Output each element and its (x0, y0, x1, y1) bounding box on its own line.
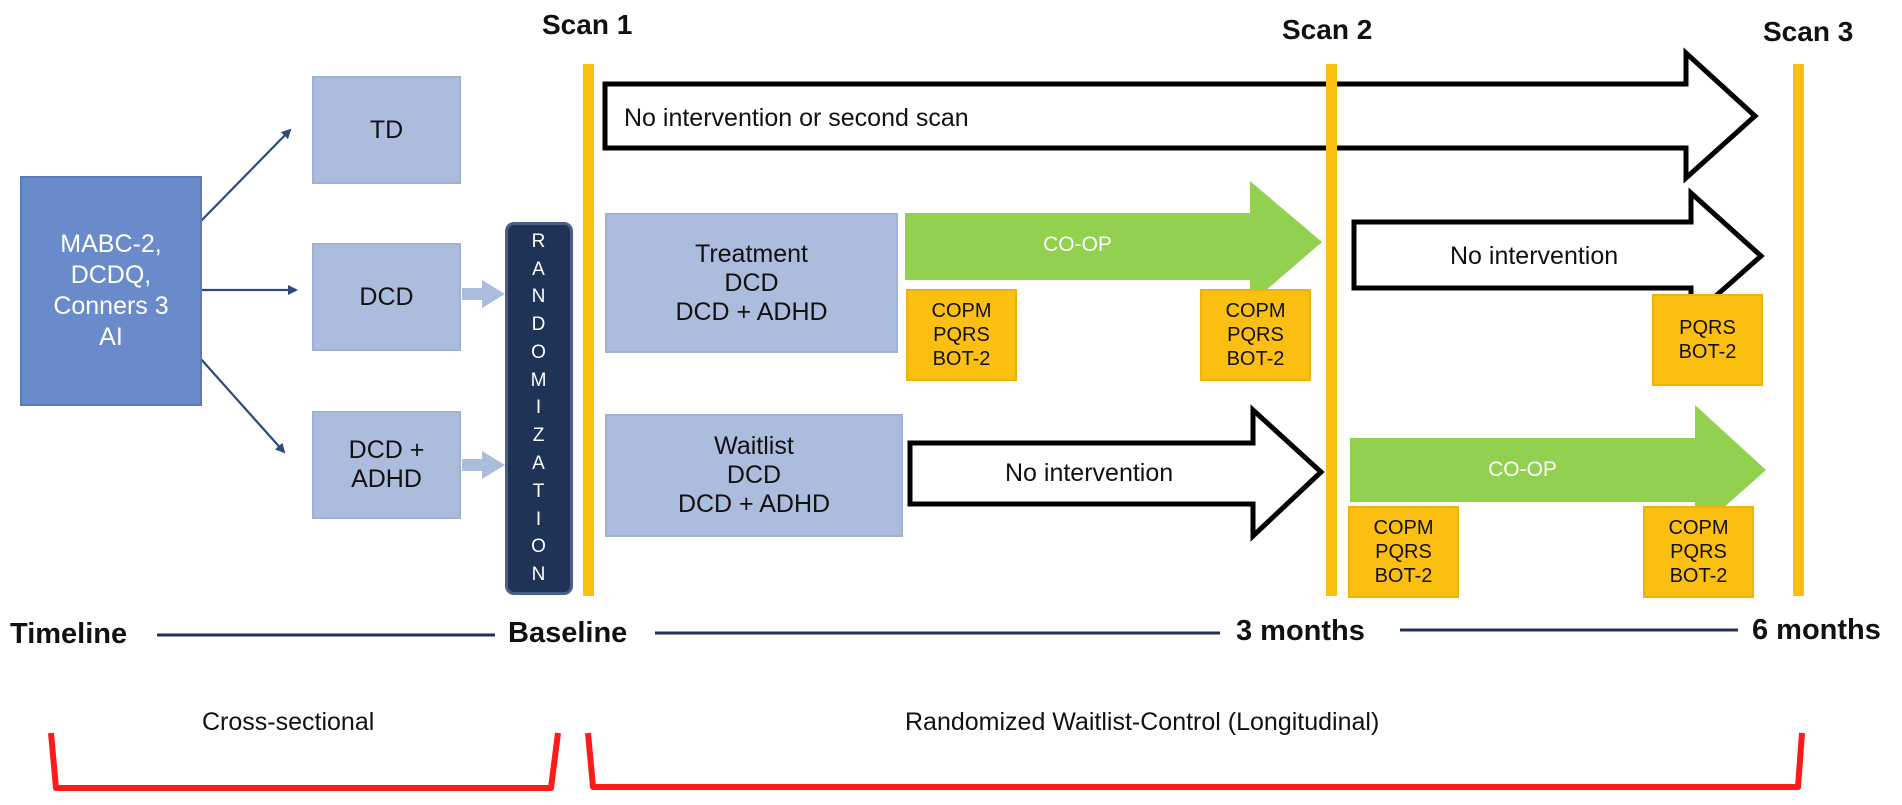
group-dcd-adhd: DCD + ADHD (312, 411, 461, 519)
scan-2-bar (1326, 64, 1337, 596)
timeline-baseline-label: Baseline (508, 617, 628, 649)
bracket-longitudinal (585, 732, 1805, 790)
scan-1-bar (583, 64, 594, 596)
phase-cross-sectional-label: Cross-sectional (202, 708, 375, 736)
randomization-letter: A (532, 258, 546, 280)
randomization-letter: O (531, 341, 547, 363)
arm-treatment-label: Treatment DCD DCD + ADHD (675, 239, 828, 326)
measure-waitlist-3months: COPM PQRS BOT-2 (1348, 506, 1459, 598)
treatment-coop-label: CO-OP (1043, 233, 1112, 256)
randomization-letter: R (531, 230, 547, 252)
measure-treatment-6months: PQRS BOT-2 (1652, 294, 1763, 386)
measure-waitlist-6months: COPM PQRS BOT-2 (1643, 506, 1754, 598)
group-td-label: TD (369, 115, 404, 144)
phase-longitudinal-label: Randomized Waitlist-Control (Longitudina… (905, 708, 1380, 736)
group-dcd-adhd-label: DCD + ADHD (348, 436, 425, 493)
waitlist-first-label: No intervention (1005, 458, 1174, 487)
timeline-label: Timeline (10, 618, 128, 650)
scan-3-label: Scan 3 (1763, 16, 1854, 47)
arm-waitlist: Waitlist DCD DCD + ADHD (605, 414, 903, 537)
measure-treatment-baseline: COPM PQRS BOT-2 (906, 289, 1017, 381)
waitlist-coop-label: CO-OP (1488, 458, 1557, 481)
randomization-letter: M (530, 369, 548, 391)
randomization-letter: T (532, 480, 546, 502)
treatment-followup-label: No intervention (1450, 241, 1619, 270)
assessment-box: MABC-2, DCDQ, Conners 3 AI (20, 176, 202, 406)
randomization-letter: D (531, 314, 547, 336)
scan-1-label: Scan 1 (542, 9, 633, 40)
assessment-label: MABC-2, DCDQ, Conners 3 AI (53, 230, 169, 351)
timeline-3months-label: 3 months (1236, 615, 1365, 647)
arrow-dcd-to-randomization (462, 280, 505, 308)
arrow-to-td (199, 128, 292, 223)
arrow-treatment-coop (905, 181, 1322, 304)
arrow-dcd-adhd-to-randomization (462, 451, 505, 479)
randomization-letter: N (531, 286, 547, 308)
arrow-treatment-no-intervention (1351, 187, 1765, 324)
arm-waitlist-label: Waitlist DCD DCD + ADHD (677, 432, 831, 518)
randomization-letter: O (531, 536, 547, 558)
arrow-waitlist-no-intervention (907, 404, 1325, 542)
group-td: TD (312, 76, 461, 184)
randomization-letter: A (532, 453, 546, 475)
arm-treatment: Treatment DCD DCD + ADHD (605, 213, 898, 353)
randomization-letter: I (535, 397, 543, 419)
group-dcd-label: DCD (359, 282, 414, 311)
arrow-to-dcd-adhd (199, 357, 286, 454)
scan-3-bar (1793, 64, 1804, 596)
arrow-top-label: No intervention or second scan (624, 103, 969, 132)
randomization-letter: N (531, 564, 547, 586)
scan-2-label: Scan 2 (1282, 14, 1373, 45)
randomization-letter: I (535, 508, 543, 530)
arrow-no-intervention-second-scan (602, 47, 1759, 184)
arrow-waitlist-coop (1350, 405, 1766, 533)
randomization-letter: Z (532, 425, 546, 447)
measure-treatment-3months: COPM PQRS BOT-2 (1200, 289, 1311, 381)
timeline-6months-label: 6 months (1752, 614, 1881, 646)
group-dcd: DCD (312, 243, 461, 351)
bracket-cross-sectional (48, 732, 561, 791)
